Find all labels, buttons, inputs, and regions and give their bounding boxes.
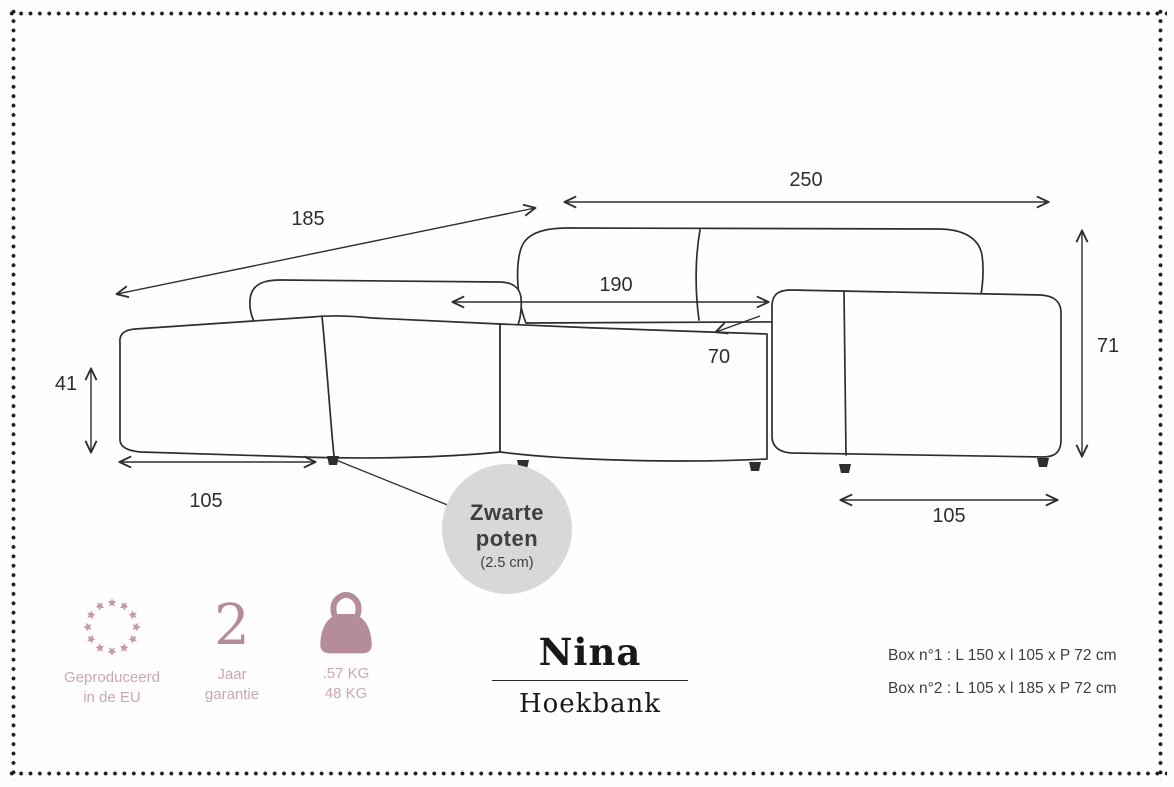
- dim-label-105-left: 105: [189, 490, 222, 512]
- box1-dimensions: Box n°1 : L 150 x l 105 x P 72 cm: [888, 647, 1117, 664]
- dimension-labels: 250 185 190 70 71 41 105 105: [55, 169, 1119, 527]
- sofa-legs: [327, 456, 1049, 473]
- dotted-border-bottom: [7, 769, 1167, 778]
- weight-label-line2: 48 KG: [324, 684, 368, 702]
- dim-label-71: 71: [1097, 335, 1119, 357]
- callout-text-line2: poten: [476, 526, 538, 551]
- armrest-seam: [843, 290, 847, 456]
- weight-badge: .57 KG 48 KG: [296, 592, 396, 703]
- product-title-block: Nina Hoekbank: [455, 630, 725, 719]
- warranty-label-line2: garantie: [204, 685, 260, 703]
- eu-stars-icon: [83, 598, 141, 656]
- dotted-border-left: [9, 7, 18, 780]
- callout-text-line3: (2.5 cm): [480, 555, 533, 571]
- eu-badge-label-line2: in de EU: [83, 688, 141, 706]
- made-in-eu-badge: Geproduceerd in de EU: [52, 596, 172, 707]
- legs-callout: Zwarte poten (2.5 cm): [335, 459, 572, 594]
- dim-label-105-right: 105: [932, 505, 965, 527]
- armrest: [771, 289, 1062, 458]
- callout-text-line1: Zwarte: [470, 500, 544, 525]
- dim-line-70: [716, 315, 761, 332]
- callout-circle: [442, 464, 572, 594]
- chaise-seat: [119, 315, 501, 459]
- warranty-badge: 2 Jaar garantie: [194, 596, 270, 704]
- callout-leader-line: [335, 459, 456, 509]
- dotted-border-right: [1156, 7, 1165, 780]
- warranty-years-number: 2: [214, 593, 250, 658]
- eu-badge-label-line1: Geproduceerd: [64, 669, 160, 686]
- dim-label-185: 185: [291, 208, 324, 230]
- dim-line-185: [117, 208, 535, 294]
- dimension-lines: [91, 202, 1082, 500]
- product-name: Nina: [538, 630, 642, 674]
- dotted-border-top: [7, 9, 1167, 18]
- corner-seat: [499, 323, 768, 462]
- dim-label-70: 70: [708, 346, 730, 368]
- chaise-seam: [321, 315, 335, 457]
- box-dimensions: Box n°1 : L 150 x l 105 x P 72 cm Box n°…: [888, 640, 1117, 706]
- weight-label-line1: .57 KG: [322, 665, 370, 682]
- dim-label-41: 41: [55, 373, 77, 395]
- box2-dimensions: Box n°2 : L 105 x l 185 x P 72 cm: [888, 679, 1117, 697]
- product-type: Hoekbank: [518, 689, 662, 719]
- title-divider: [492, 680, 688, 681]
- dim-label-250: 250: [789, 169, 822, 191]
- dim-label-190: 190: [599, 274, 632, 296]
- kettlebell-weight-icon: [320, 592, 372, 654]
- warranty-label-line1: Jaar: [217, 666, 247, 684]
- back-cushion-seam: [695, 229, 701, 321]
